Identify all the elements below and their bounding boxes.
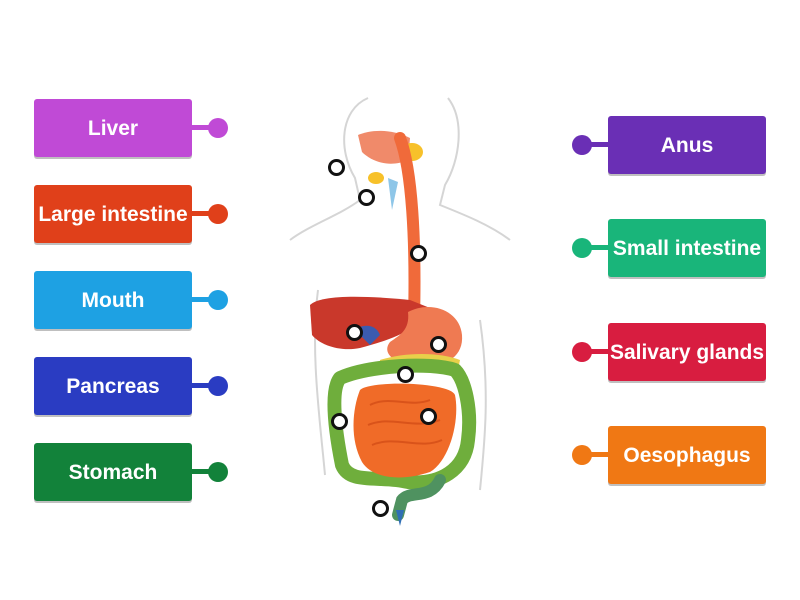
rectum-shape — [392, 474, 446, 521]
pin-liver[interactable] — [208, 118, 228, 138]
hotspot-8[interactable] — [420, 408, 437, 425]
label-text: Salivary glands — [609, 340, 765, 364]
label-large-intestine[interactable]: Large intestine — [34, 185, 192, 243]
pin-anus[interactable] — [572, 135, 592, 155]
label-liver[interactable]: Liver — [34, 99, 192, 157]
hotspot-1[interactable] — [328, 159, 345, 176]
body-outline-right — [438, 97, 511, 241]
hotspot-3[interactable] — [410, 245, 427, 262]
label-text: Oesophagus — [623, 443, 751, 467]
label-small-intestine[interactable]: Small intestine — [608, 219, 766, 277]
connector-liver — [192, 125, 212, 130]
trachea-shape — [388, 178, 398, 210]
hotspot-6[interactable] — [397, 366, 414, 383]
label-oesophagus[interactable]: Oesophagus — [608, 426, 766, 484]
label-stomach[interactable]: Stomach — [34, 443, 192, 501]
label-text: Mouth — [81, 288, 145, 312]
connector-pancreas — [192, 383, 212, 388]
hotspot-2[interactable] — [358, 189, 375, 206]
connector-mouth — [192, 297, 212, 302]
label-text: Small intestine — [612, 236, 762, 260]
label-text: Pancreas — [66, 374, 160, 398]
body-outline-left — [289, 97, 369, 241]
pin-mouth[interactable] — [208, 290, 228, 310]
label-mouth[interactable]: Mouth — [34, 271, 192, 329]
connector-salivary-glands — [588, 349, 608, 354]
label-anus[interactable]: Anus — [608, 116, 766, 174]
salivary-gland-lower-shape — [368, 172, 384, 184]
large-intestine-shape — [327, 358, 477, 490]
label-pancreas[interactable]: Pancreas — [34, 357, 192, 415]
hotspot-9[interactable] — [372, 500, 389, 517]
label-text: Anus — [660, 133, 714, 157]
connector-anus — [588, 142, 608, 147]
connector-large-intestine — [192, 211, 212, 216]
label-text: Liver — [87, 116, 139, 140]
label-text: Large intestine — [38, 202, 188, 226]
hotspot-5[interactable] — [430, 336, 447, 353]
label-salivary-glands[interactable]: Salivary glands — [608, 323, 766, 381]
connector-oesophagus — [588, 452, 608, 457]
pin-pancreas[interactable] — [208, 376, 228, 396]
liver-shape — [310, 296, 430, 350]
connector-small-intestine — [588, 245, 608, 250]
small-intestine-shape — [353, 383, 457, 478]
digestive-system-illustration — [289, 97, 511, 526]
pin-stomach[interactable] — [208, 462, 228, 482]
connector-stomach — [192, 469, 212, 474]
pin-small-intestine[interactable] — [572, 238, 592, 258]
pin-oesophagus[interactable] — [572, 445, 592, 465]
body-outline-hip-right — [479, 319, 487, 491]
label-text: Stomach — [68, 460, 158, 484]
pin-salivary-glands[interactable] — [572, 342, 592, 362]
hotspot-4[interactable] — [346, 324, 363, 341]
hotspot-7[interactable] — [331, 413, 348, 430]
pin-large-intestine[interactable] — [208, 204, 228, 224]
anus-shape — [396, 510, 404, 526]
